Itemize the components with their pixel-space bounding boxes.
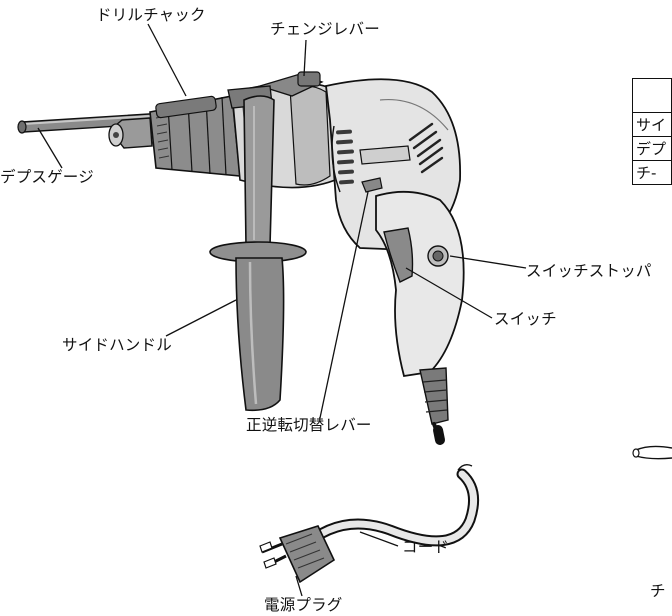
label-change-lever: チェンジレバー — [270, 20, 380, 38]
accessory-partial — [632, 445, 672, 460]
label-cutoff-bottom: チ — [650, 582, 666, 600]
label-power-plug: 電源プラグ — [264, 596, 343, 614]
table-row: チ- — [632, 160, 672, 185]
label-depth-gauge: デプスゲージ — [0, 168, 94, 186]
power-plug — [259, 525, 336, 584]
leader-lines — [37, 23, 527, 597]
pistol-handle — [361, 177, 465, 442]
label-cord: コード — [402, 538, 450, 556]
label-switch: スイッチ — [494, 310, 557, 328]
parts-table: サイ デプ チ- — [632, 78, 672, 185]
drill-chuck — [149, 95, 241, 177]
table-cell: サイ — [632, 112, 672, 137]
table-header-row — [632, 78, 672, 113]
power-cord — [296, 425, 480, 554]
table-cell: デプ — [632, 136, 672, 161]
side-handle — [209, 85, 307, 412]
label-switch-stopper: スイッチストッパ — [526, 262, 652, 280]
table-row: デプ — [632, 136, 672, 161]
table-header-cell — [632, 78, 672, 113]
table-row: サイ — [632, 112, 672, 137]
table-cell: チ- — [632, 160, 672, 185]
chuck-nose — [108, 117, 153, 149]
label-reverse-lever: 正逆転切替レバー — [246, 416, 372, 434]
label-side-handle: サイドハンドル — [62, 336, 172, 354]
label-drill-chuck: ドリルチャック — [96, 6, 206, 24]
